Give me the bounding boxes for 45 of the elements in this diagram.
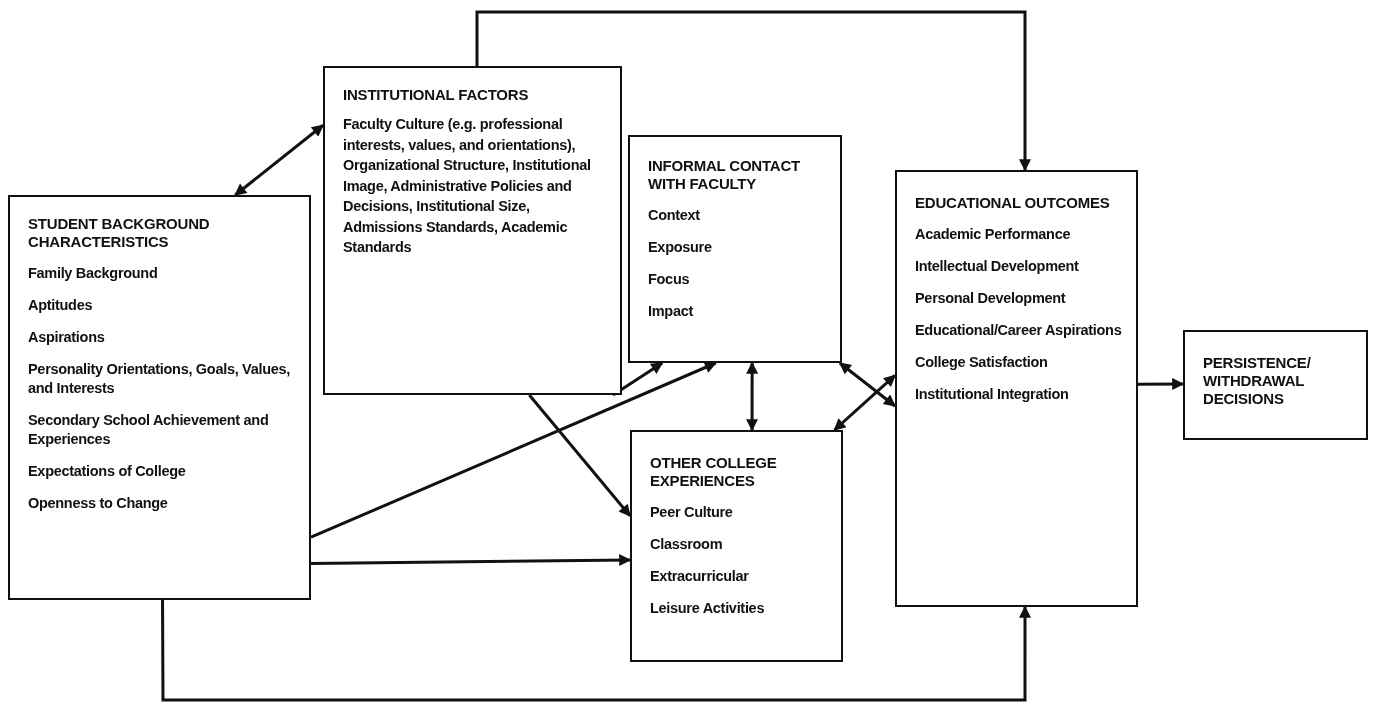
text-box	[8, 195, 311, 600]
arrow	[833, 374, 896, 432]
box-item: Peer Culture	[650, 503, 734, 522]
box-heading: INSTITUTIONAL FACTORS	[343, 86, 530, 104]
box-item: Openness to Change	[28, 494, 169, 513]
box-item: College Satisfaction	[915, 353, 1049, 372]
arrow	[1138, 377, 1185, 390]
box-item: Focus	[648, 270, 691, 289]
box-item: Secondary School Achievement and Experiences	[28, 411, 270, 449]
text-box	[1183, 330, 1368, 440]
arrow	[475, 10, 1031, 172]
box-item: Personality Orientations, Goals, Values, and Interests	[28, 360, 291, 398]
box-heading: STUDENT BACKGROUND CHARACTERISTICS	[28, 215, 211, 251]
box-item: Educational/Career Aspirations	[915, 321, 1123, 340]
box-heading: INFORMAL CONTACT WITH FACULTY	[648, 157, 802, 193]
box-heading: PERSISTENCE/ WITHDRAWAL DECISIONS	[1203, 354, 1312, 408]
box-item: Academic Performance	[915, 225, 1072, 244]
text-box	[895, 170, 1138, 607]
box-item: Intellectual Development	[915, 257, 1080, 276]
arrow	[838, 361, 896, 408]
box-item: Personal Development	[915, 289, 1067, 308]
box-item: Faculty Culture (e.g. professional interests, values, and orientations), Organizational Structure, Institutional Image, Administrative Policies and Decisions, Institutional Size, Admissions Standards, Academic Standards	[343, 115, 592, 257]
box-item: Aspirations	[28, 328, 106, 347]
text-box	[630, 430, 843, 662]
arrow	[310, 361, 717, 539]
arrow	[234, 124, 324, 197]
box-item: Institutional Integration	[915, 385, 1070, 404]
box-item: Impact	[648, 302, 694, 321]
box-item: Expectations of College	[28, 462, 187, 481]
box-item: Aptitudes	[28, 296, 94, 315]
box-item: Extracurricular	[650, 567, 750, 586]
box-item: Exposure	[648, 238, 713, 257]
box-item: Family Background	[28, 264, 159, 283]
box-heading: EDUCATIONAL OUTCOMES	[915, 194, 1111, 212]
box-item: Context	[648, 206, 701, 225]
arrow	[528, 394, 632, 517]
text-box	[628, 135, 842, 363]
arrow	[612, 361, 664, 397]
arrow	[746, 361, 759, 432]
text-box	[323, 66, 622, 395]
box-item: Leisure Activities	[650, 599, 766, 618]
arrow	[161, 600, 1031, 702]
arrow	[311, 554, 632, 567]
box-heading: OTHER COLLEGE EXPERIENCES	[650, 454, 778, 490]
box-item: Classroom	[650, 535, 724, 554]
